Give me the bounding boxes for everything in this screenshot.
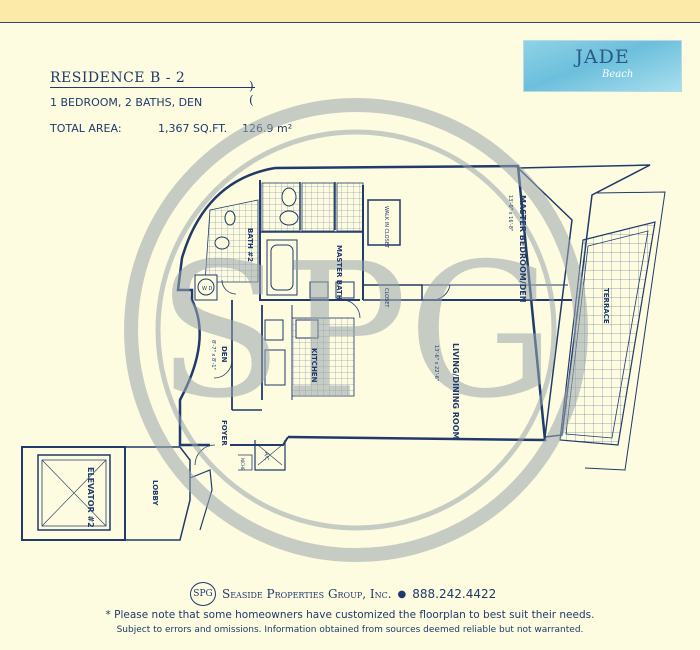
label-kitchen: KITCHEN	[310, 348, 318, 383]
title-rule	[50, 87, 255, 88]
logo-sub-text: Beach	[602, 69, 634, 80]
disclaimer: Subject to errors and omissions. Informa…	[116, 625, 584, 635]
label-foyer: FOYER	[220, 420, 228, 446]
label-terrace: TERRACE	[602, 288, 610, 324]
label-master-bedroom-dims: 13'-0" x 16'-8"	[507, 195, 513, 231]
label-master-bath: MASTER BATH	[335, 245, 343, 301]
residence-subtitle: 1 BEDROOM, 2 BATHS, DEN	[50, 96, 203, 109]
label-living-dining: LIVING/DINING ROOM	[451, 343, 460, 440]
jade-beach-logo: JADE Beach	[523, 40, 682, 92]
label-den-dims: 8'-7" x 8'-1"	[210, 340, 216, 370]
top-band	[0, 0, 700, 23]
residence-title: RESIDENCE B - 2	[50, 70, 186, 86]
label-wd: W D	[202, 286, 213, 292]
spg-badge-logo: SPG	[190, 582, 216, 606]
doors	[194, 279, 451, 466]
room-labels: MASTER BEDROOM/DEN 13'-0" x 16'-8" WALK …	[86, 195, 610, 528]
fixtures	[194, 187, 355, 386]
customization-note: * Please note that some homeowners have …	[105, 609, 595, 621]
label-living-dims: 13'-6" x 22'-6"	[433, 345, 439, 381]
label-closet: CLOSET	[383, 288, 389, 308]
company-name: Seaside Properties Group, Inc.	[222, 587, 392, 601]
label-master-bedroom: MASTER BEDROOM/DEN	[518, 195, 527, 302]
company-line: SPG Seaside Properties Group, Inc. ● 888…	[190, 582, 496, 606]
logo-main-text: JADE	[575, 46, 630, 68]
company-phone: 888.242.4422	[412, 587, 497, 601]
title-rule-mark: )(	[249, 79, 254, 107]
label-lobby: LOBBY	[151, 480, 159, 506]
label-elevator: ELEVATOR #2	[86, 467, 95, 528]
label-den: DEN	[220, 346, 228, 363]
watermark-text: SPG	[157, 223, 556, 439]
spg-watermark: SPG	[124, 98, 588, 562]
separator-dot-icon: ●	[397, 588, 407, 600]
label-bath2: BATH #2	[246, 228, 254, 262]
unit-walls	[176, 164, 572, 471]
label-walk-in-closet: WALK IN CLOSET	[383, 206, 389, 249]
total-area-label: TOTAL AREA:	[50, 122, 122, 135]
total-area-sqft: 1,367 SQ.FT.	[158, 122, 228, 135]
label-ac: A/C	[263, 452, 269, 461]
elevator-lobby	[21, 446, 213, 541]
label-niche: NICHE	[240, 458, 245, 471]
